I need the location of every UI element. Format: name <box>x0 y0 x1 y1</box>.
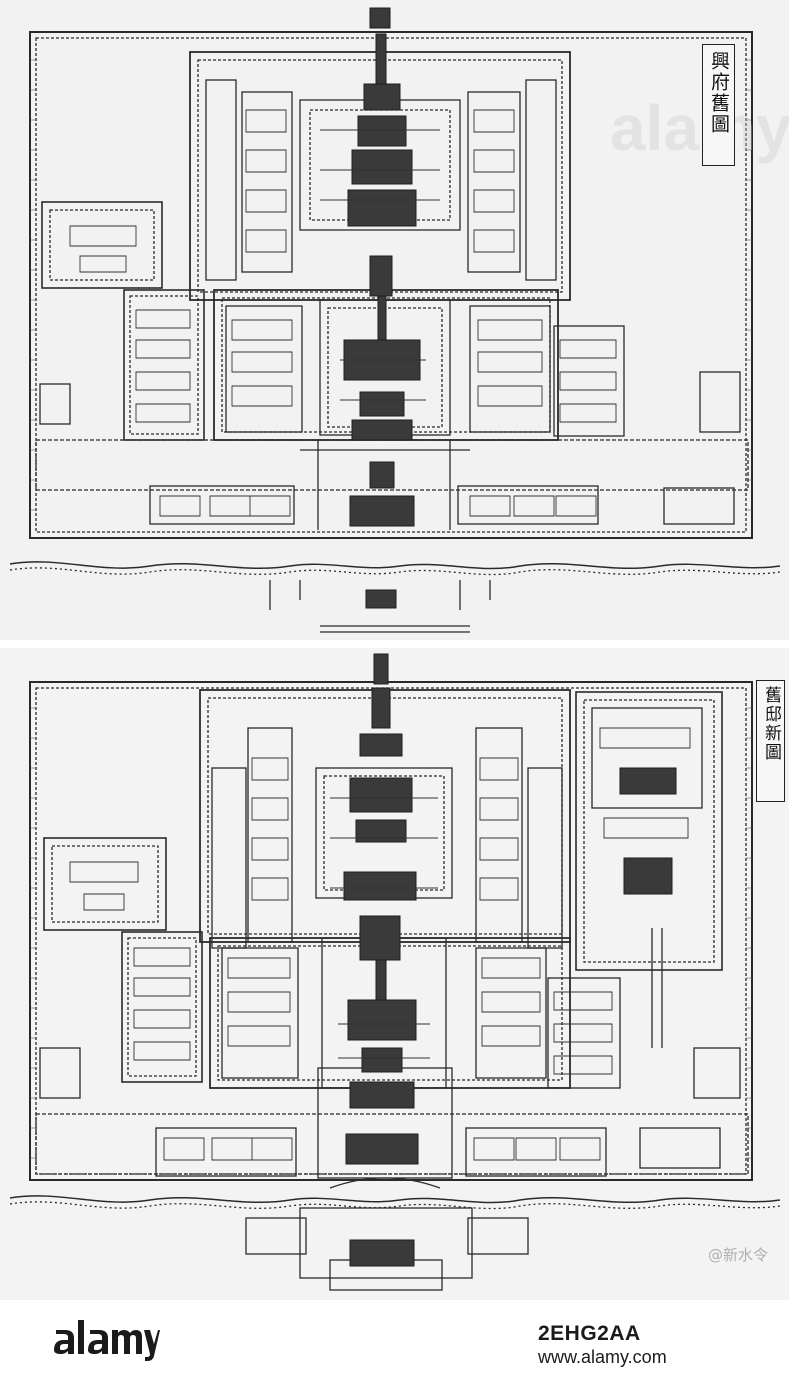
outer-wall <box>29 31 753 539</box>
alamy-logo <box>54 1320 160 1361</box>
new-plan-map: @新水令 舊邸新圖 <box>0 648 789 1300</box>
new-plan-drawing: @新水令 <box>0 648 789 1300</box>
svg-text:alamy: alamy <box>610 92 789 164</box>
stock-image-id: 2EHG2AA <box>538 1322 641 1345</box>
new-plan-title: 舊邸新圖 <box>756 680 785 802</box>
old-plan-drawing: alamy <box>0 0 789 640</box>
svg-text:@新水令: @新水令 <box>708 1246 768 1264</box>
stock-banner: alamy <box>0 1300 789 1390</box>
stock-site-url: www.alamy.com <box>538 1347 667 1367</box>
old-plan-title: 興府舊圖 <box>702 44 735 166</box>
old-plan-map: alamy 興府舊圖 <box>0 0 789 640</box>
